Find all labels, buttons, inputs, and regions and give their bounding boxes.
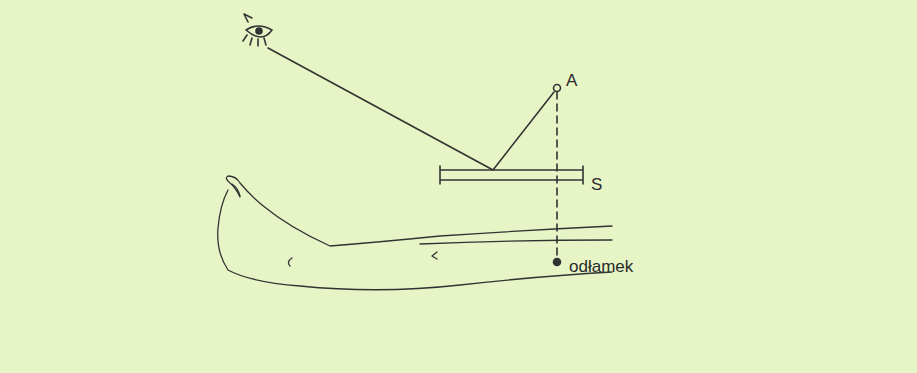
fragment-label: odłamek [569, 258, 633, 275]
fragment-dot [554, 259, 561, 266]
eye-symbol [243, 14, 272, 46]
point-label: A [566, 72, 577, 89]
light-ray [268, 48, 554, 170]
glass-plate [440, 166, 583, 184]
point-a [554, 85, 561, 92]
image-line [556, 92, 558, 258]
leg-outline [218, 176, 612, 290]
plate-label: S [591, 176, 602, 193]
